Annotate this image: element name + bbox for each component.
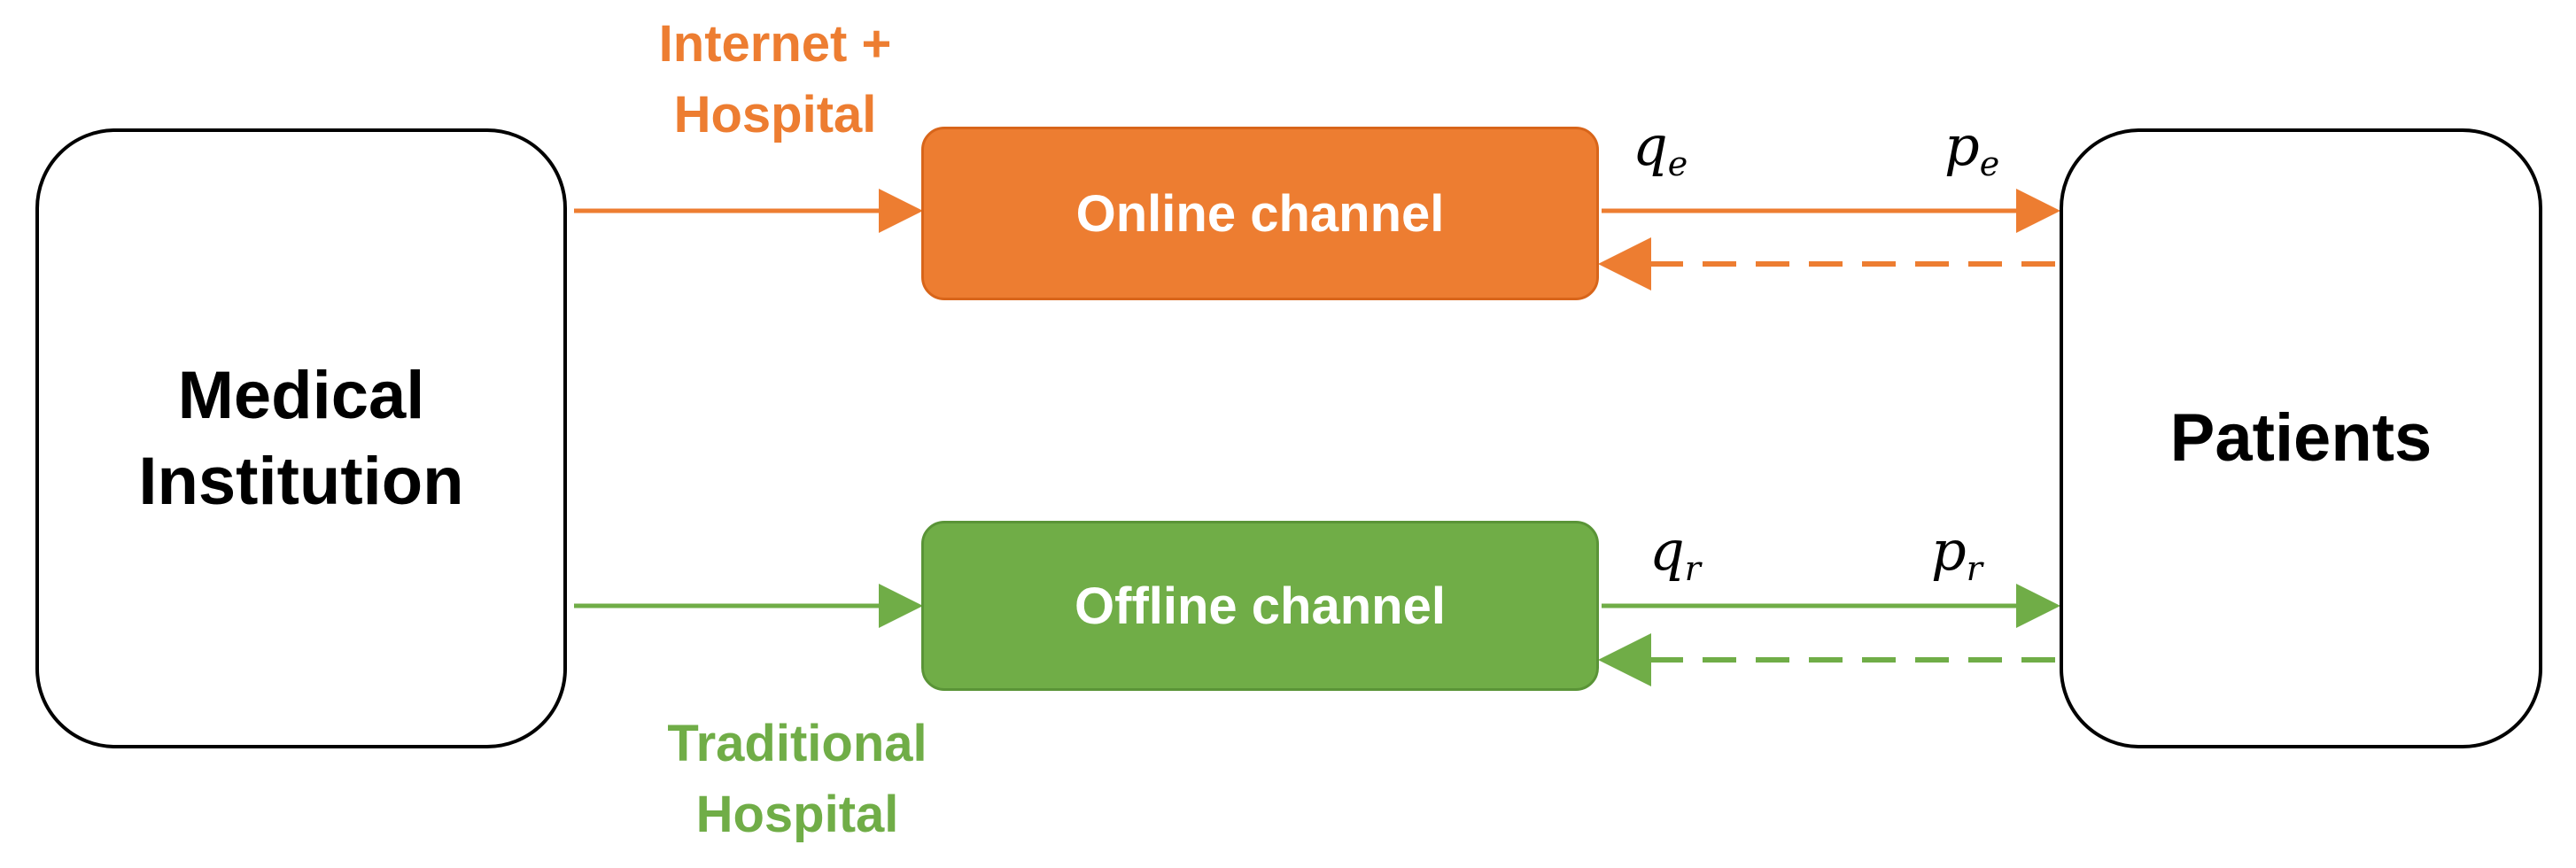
traditional-label-line2: Hospital <box>695 786 899 844</box>
traditional-label-line1: Traditional <box>667 715 927 772</box>
institution-label-line2: Institution <box>138 444 464 519</box>
online-channel-label: Online channel <box>1075 184 1445 243</box>
online-channel-box: Online channel <box>921 127 1599 300</box>
internet-label-line1: Internet + <box>658 15 892 73</box>
patients-box: Patients <box>2060 128 2542 748</box>
internet-label-line2: Hospital <box>673 86 877 144</box>
offline-quantity-variable: qr <box>1649 518 1701 588</box>
internet-hospital-label: Internet + Hospital <box>585 9 966 151</box>
institution-label-line1: Medical <box>177 357 425 433</box>
offline-price-variable: pr <box>1931 518 1982 588</box>
online-price-variable: pe <box>1944 113 2000 183</box>
offline-channel-label: Offline channel <box>1075 577 1446 635</box>
patients-label: Patients <box>2169 400 2432 477</box>
offline-channel-box: Offline channel <box>921 521 1599 691</box>
online-quantity-variable: qe <box>1633 113 1688 183</box>
medical-institution-box: Medical Institution <box>35 128 567 748</box>
traditional-hospital-label: Traditional Hospital <box>585 709 1010 850</box>
